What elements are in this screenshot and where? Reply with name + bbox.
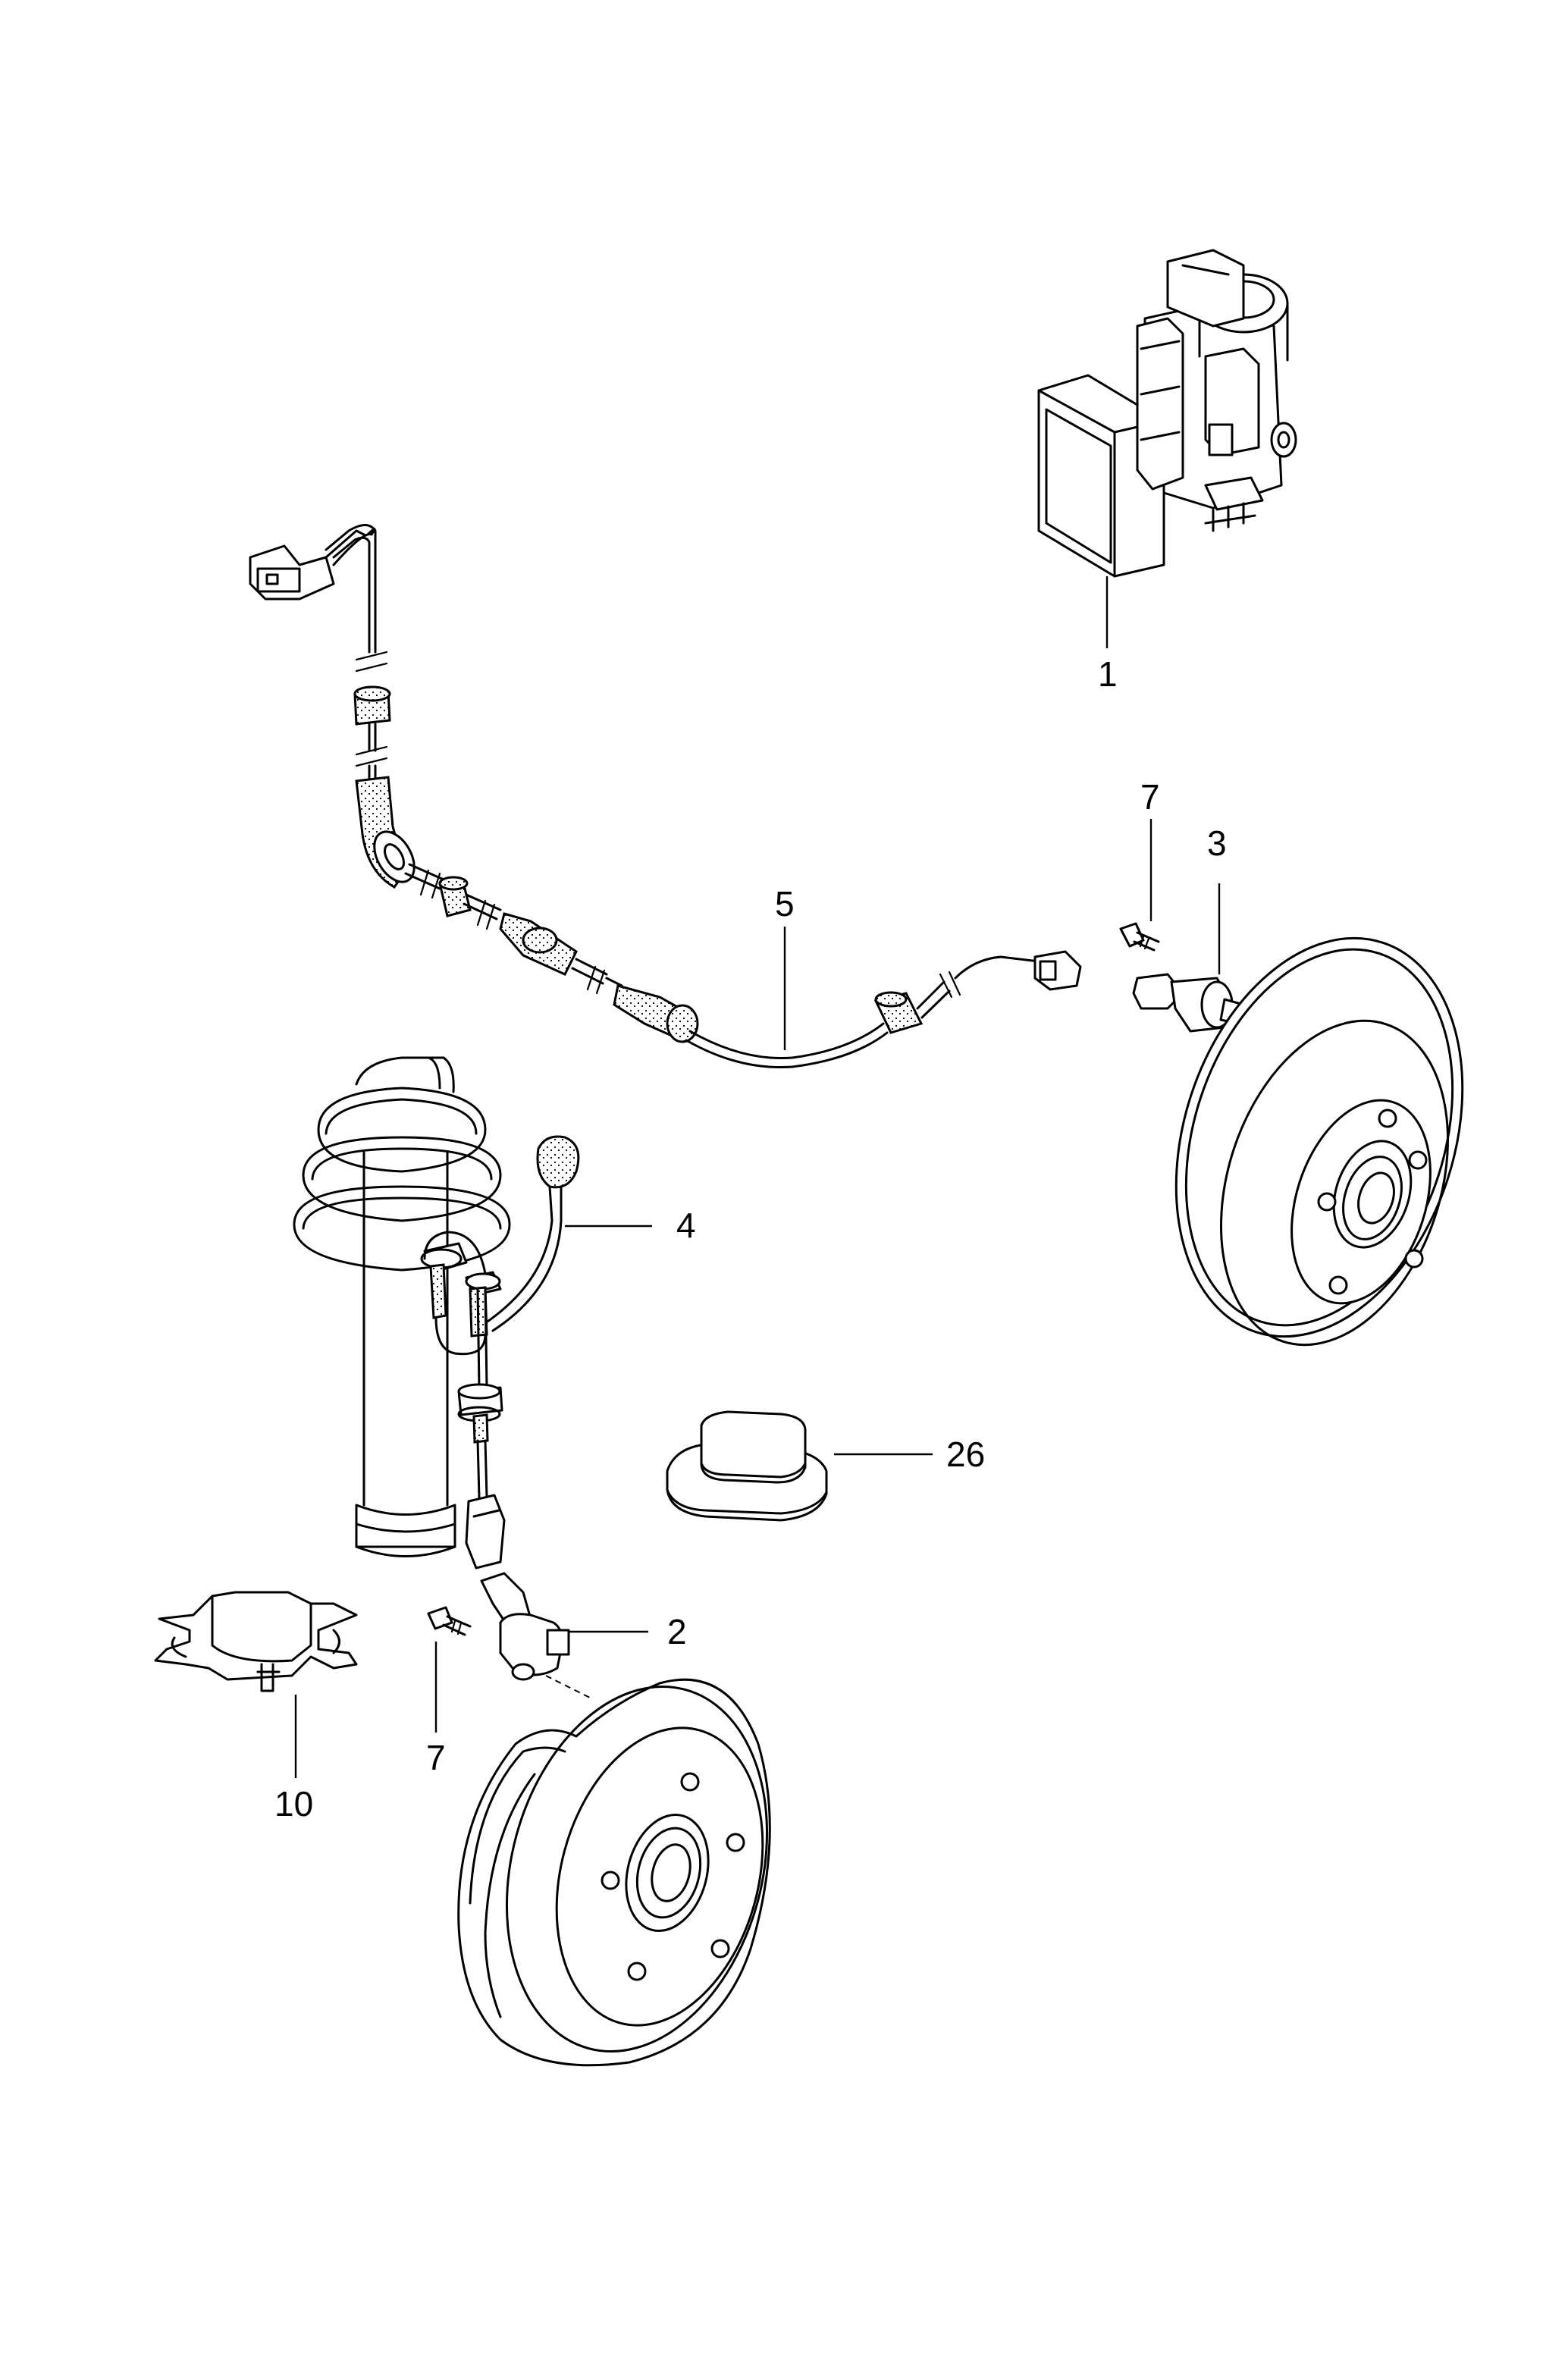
rear-brake-disc xyxy=(1174,936,1464,1347)
retaining-clip xyxy=(154,1591,358,1692)
abs-control-unit xyxy=(1037,249,1297,578)
front-brake-disc xyxy=(457,1678,771,2067)
front-sensor-wire xyxy=(420,1135,580,1570)
callout-3: 3 xyxy=(1207,823,1227,863)
callout-7-upper: 7 xyxy=(1140,777,1160,817)
spring-strut xyxy=(293,1056,511,1557)
leader-lines xyxy=(294,576,1221,1778)
callout-10: 10 xyxy=(274,1784,313,1824)
callout-26: 26 xyxy=(946,1435,985,1474)
callout-7-lower: 7 xyxy=(426,1738,446,1777)
bolt-lower xyxy=(427,1606,472,1636)
bolt-upper xyxy=(1119,922,1160,952)
abs-wire-harness xyxy=(249,524,1082,1069)
callout-4: 4 xyxy=(676,1206,696,1245)
callout-2: 2 xyxy=(667,1612,687,1651)
callout-5: 5 xyxy=(775,884,795,924)
callout-1: 1 xyxy=(1098,654,1118,694)
front-speed-sensor xyxy=(480,1572,592,1699)
callout-labels: 1 7 3 5 4 26 2 7 10 xyxy=(274,654,1227,1824)
rubber-grommet xyxy=(666,1410,828,1522)
